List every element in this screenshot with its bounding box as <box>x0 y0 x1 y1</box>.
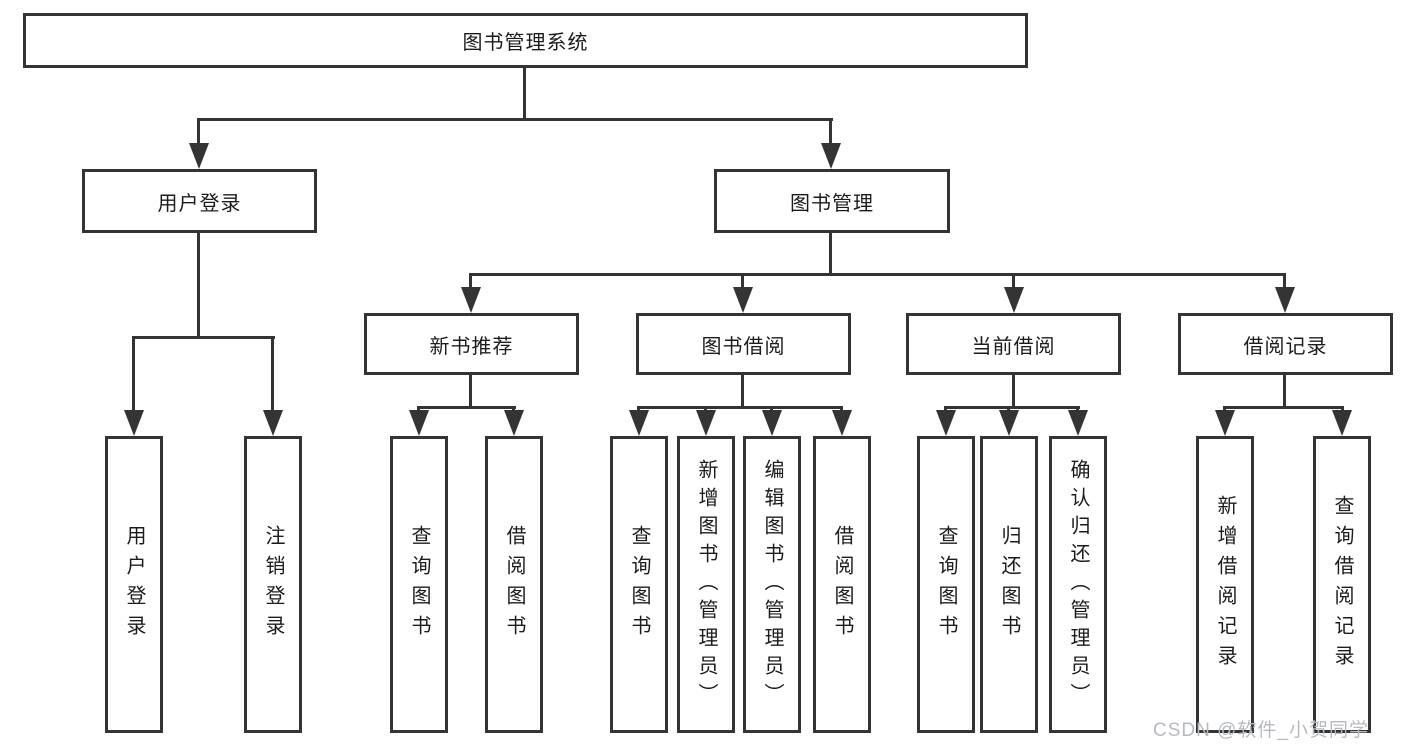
leaf-query-book-borrow: 查询图书 <box>610 436 668 733</box>
connector <box>637 406 843 409</box>
connector <box>469 273 1286 276</box>
connector <box>741 273 744 289</box>
leaf-logout-label: 注销登录 <box>262 524 284 645</box>
node-new-book-rec-label: 新书推荐 <box>429 335 514 358</box>
leaf-add-book: 新增图书（管理员） <box>677 436 735 733</box>
leaf-edit-book: 编辑图书（管理员） <box>743 436 801 733</box>
connector <box>1283 273 1286 289</box>
leaf-add-book-label: 新增图书（管理员） <box>695 458 717 711</box>
leaf-query-book-rec: 查询图书 <box>390 436 448 733</box>
leaf-query-borrow-record-label: 查询借阅记录 <box>1331 494 1353 675</box>
connector <box>197 118 200 146</box>
leaf-query-book-borrow-label: 查询图书 <box>628 524 650 645</box>
node-book-borrow: 图书借阅 <box>636 313 851 375</box>
leaf-add-borrow-record-label: 新增借阅记录 <box>1214 494 1236 675</box>
connector <box>197 118 833 121</box>
connector <box>1223 406 1344 409</box>
leaf-borrow-book-borrow-label: 借阅图书 <box>831 524 853 645</box>
node-borrow-record: 借阅记录 <box>1178 313 1393 375</box>
node-book-mgmt-group: 图书管理 <box>714 169 950 233</box>
leaf-user-login-label: 用户登录 <box>123 524 145 645</box>
node-current-borrow: 当前借阅 <box>906 313 1121 375</box>
leaf-confirm-return-label: 确认归还（管理员） <box>1067 458 1089 711</box>
arrowhead-down-icon <box>1068 410 1088 436</box>
arrowhead-down-icon <box>409 410 429 436</box>
leaf-query-book-current: 查询图书 <box>917 436 975 733</box>
connector <box>523 68 526 118</box>
connector <box>1012 375 1015 406</box>
connector <box>741 375 744 406</box>
connector <box>132 336 275 339</box>
connector <box>469 375 472 406</box>
arrowhead-down-icon <box>936 410 956 436</box>
node-user-login-group-label: 用户登录 <box>157 192 242 215</box>
arrowhead-down-icon <box>124 410 144 436</box>
connector <box>132 336 135 412</box>
leaf-query-book-rec-label: 查询图书 <box>408 524 430 645</box>
node-new-book-rec: 新书推荐 <box>364 313 579 375</box>
leaf-return-book: 归还图书 <box>980 436 1038 733</box>
csdn-watermark: CSDN @软件_小贺同学 <box>1153 720 1369 741</box>
leaf-borrow-book-rec: 借阅图书 <box>485 436 543 733</box>
node-root: 图书管理系统 <box>23 13 1028 68</box>
node-current-borrow-label: 当前借阅 <box>971 335 1056 358</box>
node-book-borrow-label: 图书借阅 <box>701 335 786 358</box>
connector <box>271 336 274 412</box>
arrowhead-down-icon <box>1215 410 1235 436</box>
arrowhead-down-icon <box>733 287 753 313</box>
connector <box>197 233 200 336</box>
leaf-edit-book-label: 编辑图书（管理员） <box>761 458 783 711</box>
node-borrow-record-label: 借阅记录 <box>1243 335 1328 358</box>
connector <box>829 118 832 146</box>
leaf-query-borrow-record: 查询借阅记录 <box>1313 436 1371 733</box>
connector <box>944 406 1080 409</box>
arrowhead-down-icon <box>762 410 782 436</box>
leaf-return-book-label: 归还图书 <box>998 524 1020 645</box>
leaf-confirm-return: 确认归还（管理员） <box>1049 436 1107 733</box>
arrowhead-down-icon <box>189 143 209 169</box>
node-user-login-group: 用户登录 <box>82 169 317 233</box>
connector <box>469 273 472 289</box>
leaf-add-borrow-record: 新增借阅记录 <box>1196 436 1254 733</box>
connector <box>1012 273 1015 289</box>
arrowhead-down-icon <box>504 410 524 436</box>
arrowhead-down-icon <box>461 287 481 313</box>
arrowhead-down-icon <box>999 410 1019 436</box>
node-root-label: 图书管理系统 <box>462 32 589 54</box>
leaf-user-login: 用户登录 <box>105 436 163 733</box>
connector <box>829 233 832 273</box>
arrowhead-down-icon <box>263 410 283 436</box>
leaf-borrow-book-rec-label: 借阅图书 <box>503 524 525 645</box>
arrowhead-down-icon <box>696 410 716 436</box>
node-book-mgmt-group-label: 图书管理 <box>790 192 874 215</box>
connector <box>417 406 516 409</box>
arrowhead-down-icon <box>821 143 841 169</box>
arrowhead-down-icon <box>629 410 649 436</box>
leaf-logout: 注销登录 <box>244 436 302 733</box>
leaf-query-book-current-label: 查询图书 <box>935 524 957 645</box>
arrowhead-down-icon <box>1332 410 1352 436</box>
leaf-borrow-book-borrow: 借阅图书 <box>813 436 871 733</box>
arrowhead-down-icon <box>832 410 852 436</box>
connector <box>1283 375 1286 406</box>
arrowhead-down-icon <box>1004 287 1024 313</box>
arrowhead-down-icon <box>1275 287 1295 313</box>
